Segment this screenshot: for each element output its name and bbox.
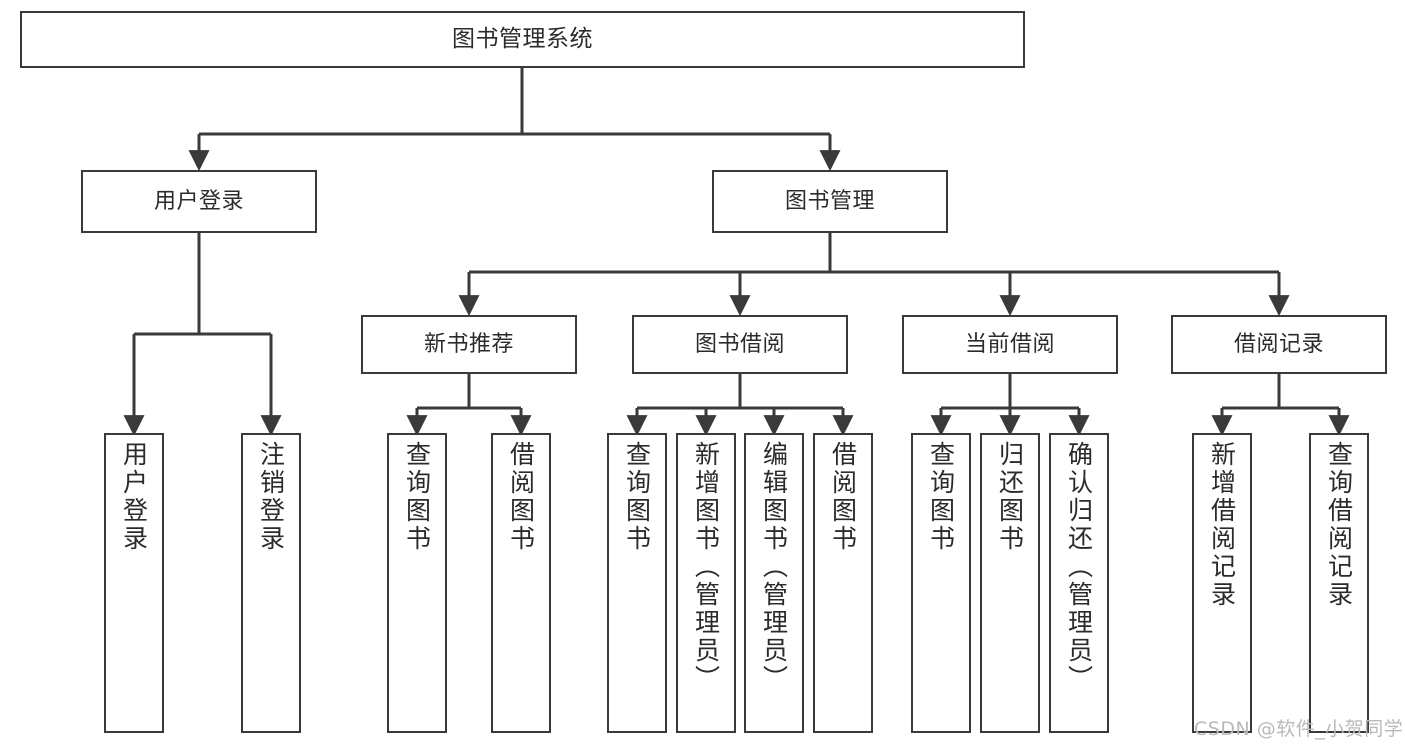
node-label: 注销登录: [256, 441, 286, 553]
node-label: 当前借阅: [964, 331, 1055, 357]
node-book-borrow[interactable]: 图书借阅: [632, 315, 848, 374]
node-leaf-user-login[interactable]: 用户登录: [104, 433, 164, 733]
node-leaf-logout-login[interactable]: 注销登录: [241, 433, 301, 733]
node-label: 借阅图书: [506, 441, 536, 553]
node-new-book-recommend[interactable]: 新书推荐: [361, 315, 577, 374]
node-leaf-borrow-book-recommend[interactable]: 借阅图书: [491, 433, 551, 733]
node-label: 图书管理系统: [452, 25, 593, 52]
node-label: 查询借阅记录: [1324, 441, 1354, 609]
node-leaf-add-book[interactable]: 新增图书（管理员）: [676, 433, 736, 733]
node-label: 新增借阅记录: [1207, 441, 1237, 609]
node-label: 借阅记录: [1233, 331, 1324, 357]
node-label: 用户登录: [153, 188, 244, 214]
node-label: 查询图书: [402, 441, 432, 553]
node-borrow-record[interactable]: 借阅记录: [1171, 315, 1387, 374]
node-leaf-edit-book[interactable]: 编辑图书（管理员）: [744, 433, 804, 733]
node-label: 新书推荐: [423, 331, 514, 357]
node-label: 归还图书: [995, 441, 1025, 553]
node-current-borrow[interactable]: 当前借阅: [902, 315, 1118, 374]
node-label: 查询图书: [926, 441, 956, 553]
node-label: 新增图书（管理员）: [691, 441, 721, 693]
node-label: 图书管理: [784, 188, 875, 214]
node-leaf-query-book-current[interactable]: 查询图书: [911, 433, 971, 733]
node-label: 确认归还（管理员）: [1064, 441, 1094, 693]
node-leaf-add-borrow-record[interactable]: 新增借阅记录: [1192, 433, 1252, 733]
node-leaf-query-book-recommend[interactable]: 查询图书: [387, 433, 447, 733]
node-book-management[interactable]: 图书管理: [712, 170, 948, 233]
node-label: 用户登录: [119, 441, 149, 553]
node-root-book-management-system[interactable]: 图书管理系统: [20, 11, 1025, 68]
node-leaf-query-borrow-record[interactable]: 查询借阅记录: [1309, 433, 1369, 733]
node-label: 编辑图书（管理员）: [759, 441, 789, 693]
node-label: 查询图书: [622, 441, 652, 553]
node-leaf-query-book-borrow[interactable]: 查询图书: [607, 433, 667, 733]
node-label: 借阅图书: [828, 441, 858, 553]
node-leaf-return-book[interactable]: 归还图书: [980, 433, 1040, 733]
node-leaf-confirm-return[interactable]: 确认归还（管理员）: [1049, 433, 1109, 733]
csdn-watermark: CSDN @软件_小贺同学: [1194, 718, 1404, 740]
node-label: 图书借阅: [694, 331, 785, 357]
node-user-login[interactable]: 用户登录: [81, 170, 317, 233]
node-leaf-borrow-book[interactable]: 借阅图书: [813, 433, 873, 733]
